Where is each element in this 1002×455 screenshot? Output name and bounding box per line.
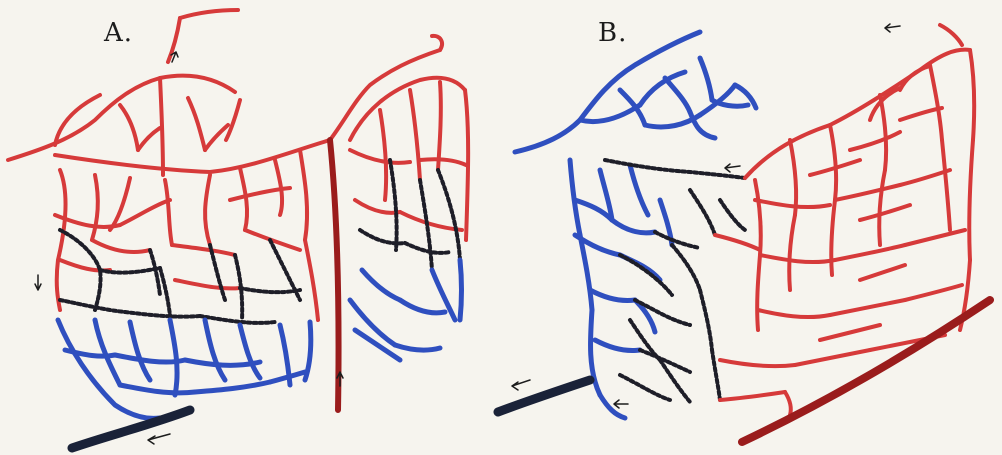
panel-b-capillaries-dotted	[605, 160, 745, 402]
panel-b-vein-trunk	[498, 380, 590, 412]
panel-a-drawing	[8, 10, 468, 448]
panel-a-arteries	[8, 10, 468, 410]
panel-b-artery-trunk	[742, 300, 990, 442]
panel-a-veins	[58, 260, 462, 418]
panel-b-drawing	[498, 24, 990, 442]
panel-b-arteries	[715, 25, 974, 415]
